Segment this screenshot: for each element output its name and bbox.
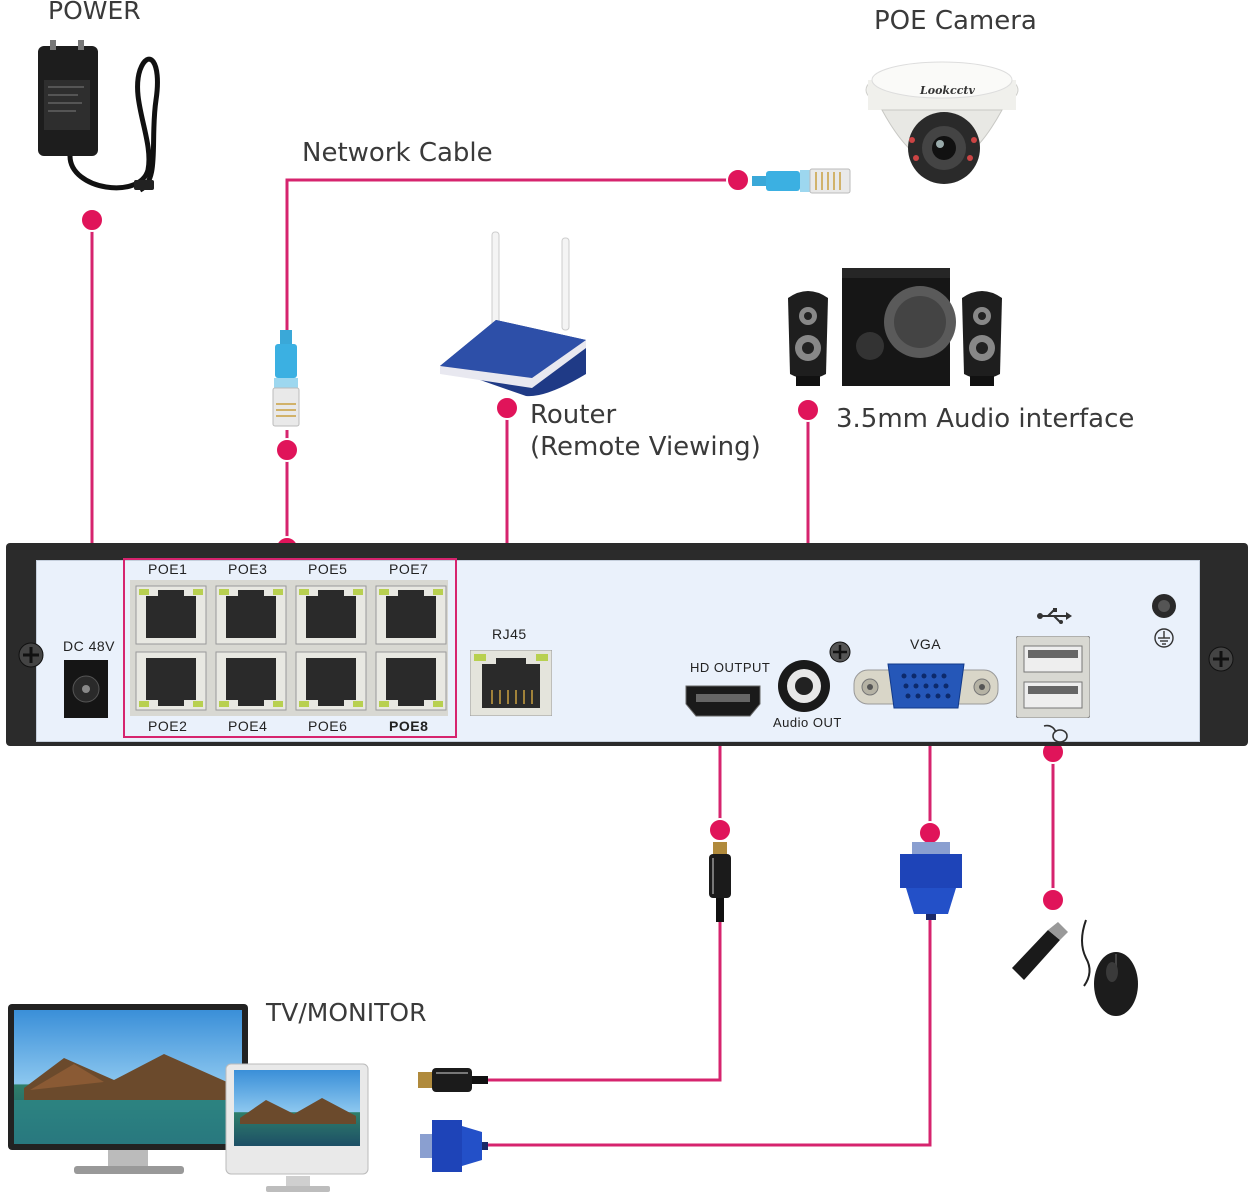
router-icon: [440, 231, 586, 397]
connection-dot: [726, 168, 750, 192]
poe-camera-label: POE Camera: [874, 6, 1037, 36]
router-label: Router: [530, 400, 617, 430]
screw-icon: [829, 641, 851, 663]
usb-icon: [1037, 608, 1072, 624]
power-adapter-icon: [38, 40, 160, 193]
poe-port-label: POE1: [148, 561, 188, 577]
poe-port-label: POE7: [389, 561, 429, 577]
tv-monitor-label: TV/MONITOR: [266, 998, 427, 1027]
poe-port-label: POE3: [228, 561, 268, 577]
audio-out-label: Audio OUT: [773, 715, 842, 730]
usb-dongle-mouse-icon: [1012, 919, 1138, 1016]
poe-port-label: POE6: [308, 718, 348, 734]
screw-icon: [18, 642, 44, 668]
ground-terminal: [1152, 594, 1176, 648]
rj45-plug-icon: [752, 168, 851, 194]
vga-port-label: VGA: [910, 636, 942, 652]
usb-ports[interactable]: [1016, 636, 1090, 718]
connection-dot: [80, 208, 104, 232]
connection-dot: [275, 438, 299, 462]
poe-port-label: POE2: [148, 718, 188, 734]
hdmi-plug-icon: [418, 1068, 488, 1092]
dc-port-label: DC 48V: [63, 638, 116, 654]
mouse-symbol-icon: [1043, 724, 1068, 743]
connection-dot: [918, 821, 942, 845]
rj45-port[interactable]: [470, 650, 552, 716]
screw-icon: [1208, 646, 1234, 672]
vga-line-bottom: [485, 918, 932, 1147]
vga-connector-icon: [900, 842, 962, 920]
audio-out-jack[interactable]: [776, 658, 832, 714]
poe-port-label: POE8: [389, 718, 429, 734]
hd-output-label: HD OUTPUT: [690, 660, 771, 675]
poe-port-block: [130, 580, 448, 716]
router-sublabel: (Remote Viewing): [530, 432, 761, 462]
rj45-plug-icon: [272, 330, 300, 427]
network-cable-label: Network Cable: [302, 138, 493, 168]
hdmi-line-bottom: [485, 920, 722, 1082]
hdmi-connector-icon: [709, 842, 731, 922]
poe-ports-highlight: [123, 558, 457, 738]
camera-brand-text: Lookcctv: [919, 84, 976, 97]
dome-camera-icon: Lookcctv: [865, 61, 1019, 184]
connection-dot: [708, 818, 732, 842]
hdmi-port[interactable]: [684, 684, 762, 718]
poe-ports[interactable]: [135, 585, 447, 711]
network-cable-line-top: [285, 178, 738, 330]
rj45-port-label: RJ45: [492, 626, 527, 642]
connection-dot: [495, 396, 519, 420]
speakers-icon: [788, 268, 1002, 386]
audio-label: 3.5mm Audio interface: [836, 404, 1135, 434]
connection-dot: [796, 398, 820, 422]
dc-power-jack[interactable]: [64, 660, 108, 718]
vga-port[interactable]: [852, 660, 1000, 712]
poe-port-label: POE4: [228, 718, 268, 734]
connection-dot: [1041, 888, 1065, 912]
tv-monitor-icon: [8, 1004, 369, 1192]
poe-port-label: POE5: [308, 561, 348, 577]
power-label: POWER: [48, 0, 141, 25]
vga-plug-icon: [420, 1120, 488, 1172]
